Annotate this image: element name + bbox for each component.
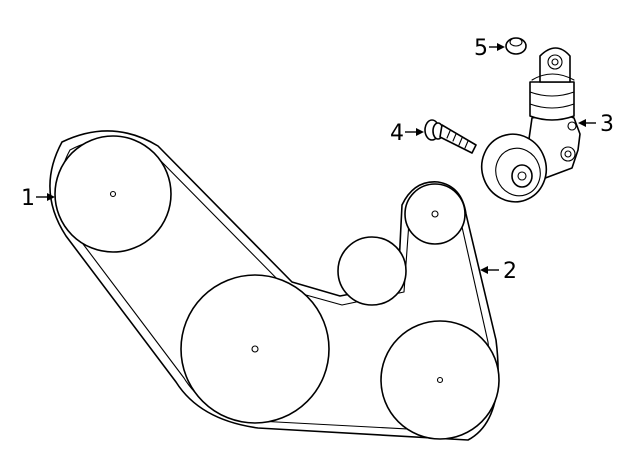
belt-tensioner (480, 47, 581, 203)
callout-5: 5 (474, 36, 505, 61)
svg-text:1: 1 (21, 186, 35, 211)
callout-3: 3 (578, 112, 614, 137)
svg-text:3: 3 (600, 112, 614, 137)
idler-pulley (337, 236, 407, 306)
svg-text:5: 5 (474, 36, 488, 61)
upper-right-pulley (404, 183, 466, 245)
callout-1: 1 (21, 186, 55, 211)
lower-right-pulley (380, 320, 500, 440)
svg-text:4: 4 (390, 121, 404, 146)
svg-text:2: 2 (503, 259, 517, 284)
tensioner-cap (505, 37, 527, 55)
upper-left-pulley (54, 135, 172, 253)
drive-belt (49, 130, 499, 441)
tensioner-bolt (424, 119, 477, 154)
crankshaft-pulley (180, 274, 330, 424)
callout-2: 2 (480, 259, 517, 284)
callout-4: 4 (390, 121, 424, 146)
